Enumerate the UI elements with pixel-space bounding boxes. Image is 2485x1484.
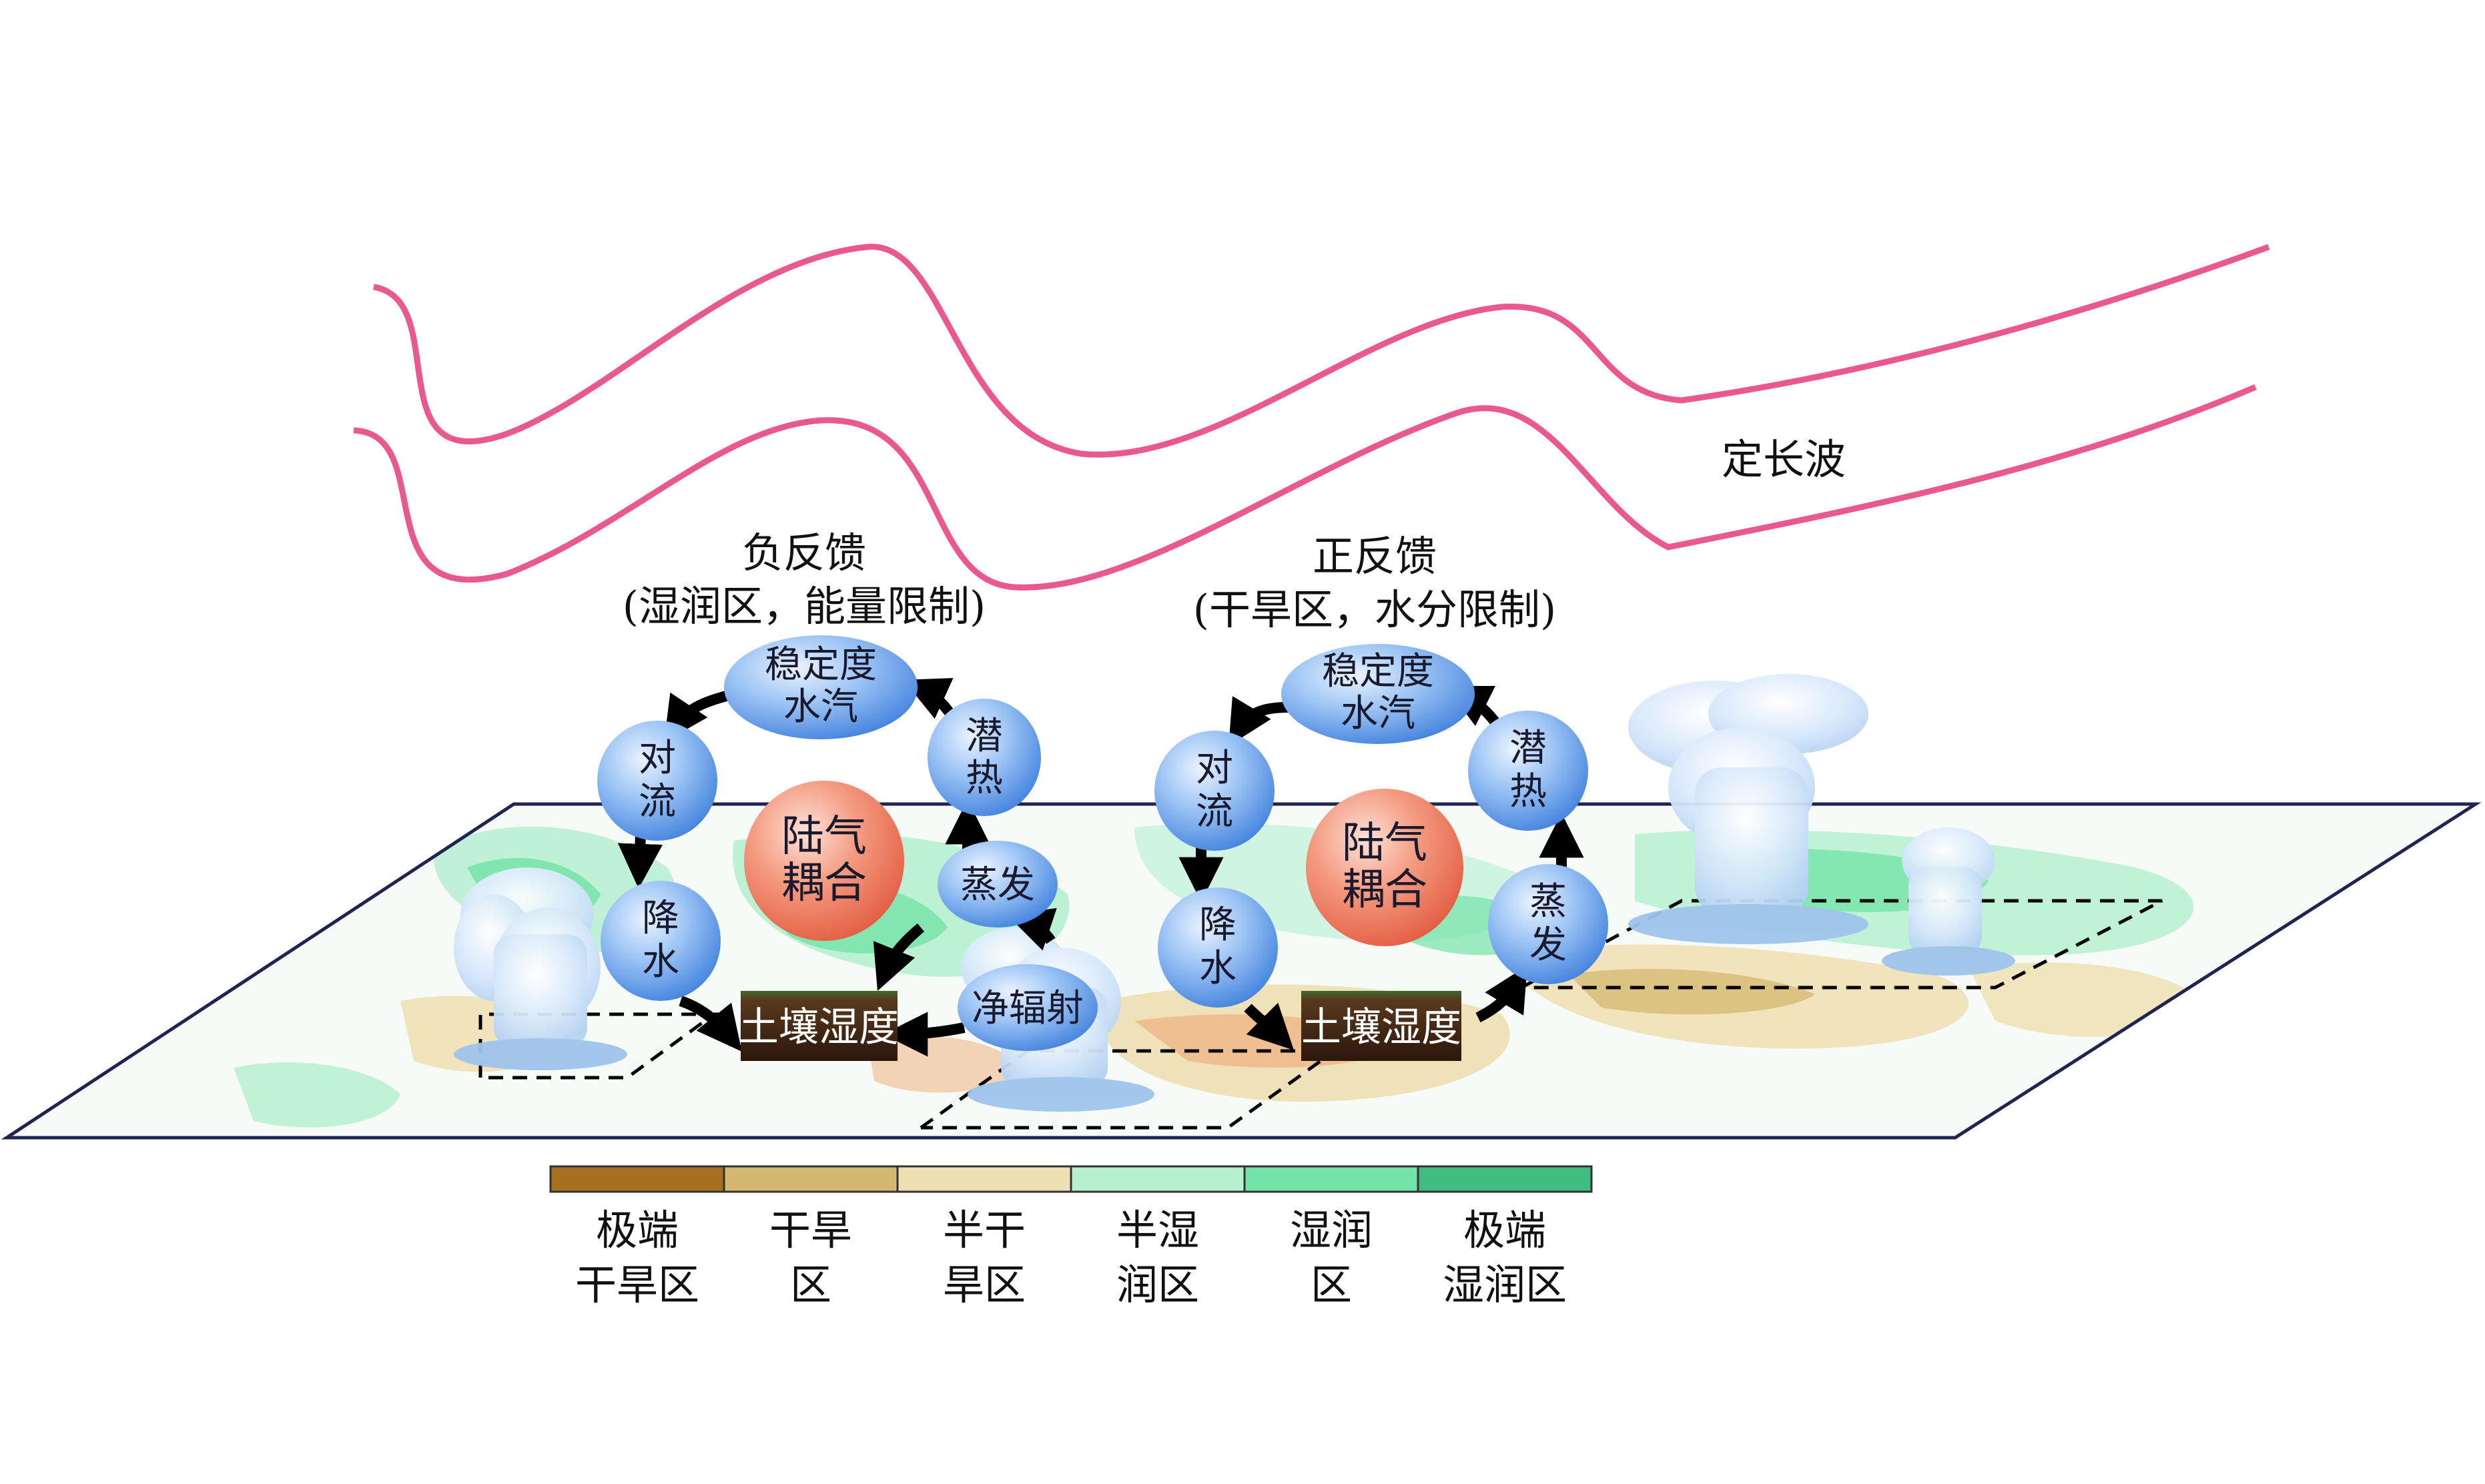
wave-label: 定长波: [1722, 435, 1846, 484]
legend-label: 极端: [596, 1206, 679, 1254]
node-label: 水: [1199, 947, 1236, 990]
node-label: 蒸: [1529, 880, 1567, 923]
legend-label: 干旱区: [575, 1260, 699, 1309]
map-border: [1, 802, 2482, 1140]
node-label: 潜: [966, 715, 1003, 758]
legend-label: 湿润区: [1443, 1260, 1567, 1309]
node-label: 热: [966, 757, 1003, 800]
node-stability-water-vapor: 稳定度 水汽: [1281, 644, 1475, 744]
core-label-line1: 陆气: [1342, 819, 1427, 868]
node-net-radiation: 净辐射: [958, 964, 1098, 1051]
node-soil-moisture: 土壤湿度: [739, 991, 899, 1061]
node-label: 土壤湿度: [739, 1004, 899, 1051]
legend-swatch: [723, 1165, 899, 1193]
node-label: 水汽: [783, 685, 858, 729]
node-label: 水: [642, 940, 679, 984]
node-precipitation: 降 水: [601, 881, 721, 1001]
node-soil-moisture: 土壤湿度: [1301, 991, 1461, 1061]
cloud-right-small: [1882, 827, 2015, 976]
panel-title: 正反馈: [1313, 532, 1437, 581]
core-circle: [1306, 789, 1463, 946]
node-label: 土壤湿度: [1301, 1004, 1461, 1051]
node-label: 流: [639, 780, 676, 823]
node-evaporation: 蒸发: [938, 841, 1058, 928]
legend-label: 干旱: [769, 1206, 852, 1254]
node-label: 对: [639, 737, 676, 780]
node-convection: 对 流: [597, 721, 717, 841]
legend-label: 半干: [943, 1206, 1026, 1254]
node-label: 发: [1529, 923, 1567, 967]
panel-title: 负反馈: [742, 528, 866, 577]
legend-label: 半湿: [1116, 1206, 1199, 1254]
node-label: 净辐射: [972, 987, 1084, 1030]
node-label: 稳定度: [1322, 650, 1434, 693]
cloud-left: [454, 867, 627, 1070]
panel-subtitle: (干旱区，水分限制): [1193, 585, 1556, 634]
legend-swatch: [1417, 1165, 1593, 1193]
node-label: 流: [1196, 790, 1233, 833]
core-label-line1: 陆气: [781, 812, 867, 861]
stationary-wave-upper: [373, 244, 2270, 458]
node-evaporation: 蒸 发: [1488, 864, 1608, 984]
legend-label: 极端: [1463, 1206, 1546, 1254]
legend-label: 区: [790, 1260, 831, 1309]
panel-subtitle: (湿润区，能量限制): [623, 582, 986, 631]
node-label: 稳定度: [765, 643, 877, 687]
node-label: 热: [1509, 770, 1547, 813]
core-label-line2: 耦合: [1342, 865, 1427, 915]
legend-swatch: [1070, 1165, 1246, 1193]
legend-label: 旱区: [943, 1260, 1026, 1309]
node-latent-heat: 潜 热: [1468, 711, 1588, 831]
core-label-line2: 耦合: [781, 859, 867, 908]
core-circle: [744, 781, 904, 941]
node-label: 降: [1199, 903, 1236, 947]
legend-label: 润区: [1116, 1260, 1199, 1309]
legend-swatch: [896, 1165, 1072, 1193]
node-latent-heat: 潜 热: [928, 699, 1041, 816]
stationary-wave-lower: [353, 384, 2257, 591]
legend-label: 区: [1311, 1260, 1352, 1309]
legend-label: 湿润: [1290, 1206, 1373, 1254]
node-label: 水汽: [1341, 692, 1415, 735]
cloud-right-large: [1628, 674, 1868, 944]
legend-swatch: [549, 1165, 725, 1193]
node-label: 蒸发: [960, 863, 1035, 907]
node-convection: 对 流: [1154, 731, 1275, 851]
node-label: 降: [642, 897, 679, 940]
legend-swatch: [1243, 1165, 1419, 1193]
node-label: 对: [1196, 747, 1233, 790]
panel-positive-feedback: 正反馈 (干旱区，水分限制) 陆气 耦合 稳定度 水汽 对 流 降 水: [1154, 532, 1608, 1061]
node-stability-water-vapor: 稳定度 水汽: [724, 635, 918, 739]
node-precipitation: 降 水: [1158, 887, 1278, 1008]
node-label: 潜: [1509, 727, 1547, 770]
panel-negative-feedback: 负反馈 (湿润区，能量限制) 陆气 耦合 稳定度 水汽 对 流 降: [597, 528, 1098, 1061]
